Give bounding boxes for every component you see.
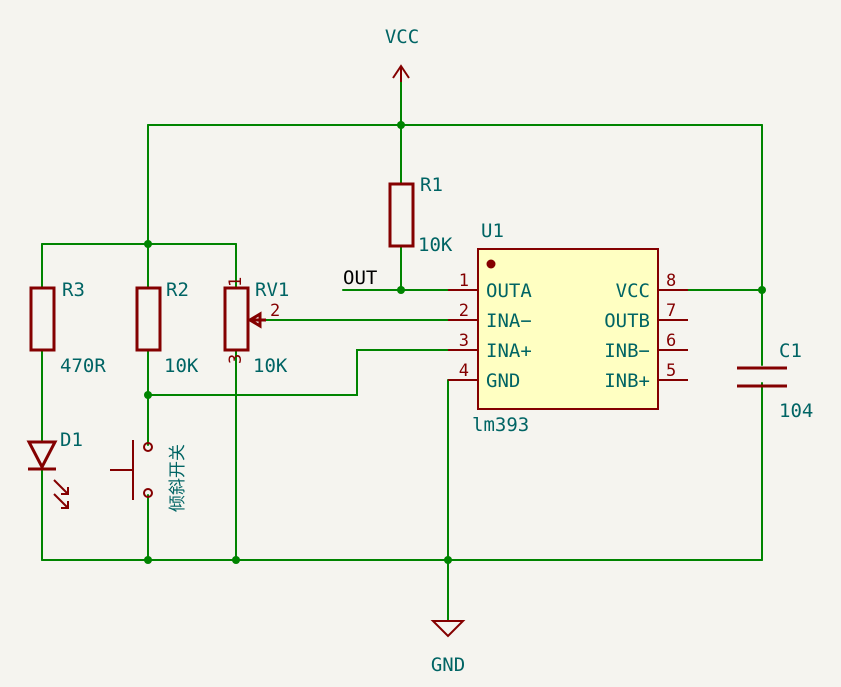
pin-number-7: 7 [666, 301, 676, 321]
gnd-triangle-icon [430, 620, 466, 638]
pin-name-vcc: VCC [616, 280, 650, 302]
pin-name-outb: OUTB [604, 310, 650, 332]
d1-ref: D1 [60, 429, 83, 451]
ic-body [477, 248, 659, 410]
pin-number-4: 4 [459, 361, 469, 381]
pin-name-inb-plus: INB+ [604, 370, 650, 392]
pin-name-outa: OUTA [486, 280, 532, 302]
vcc-symbol: VCC [385, 26, 419, 82]
led-d1: D1 [26, 429, 83, 509]
junction-dot [397, 286, 405, 294]
pin1-marker-icon [486, 259, 496, 269]
pin-name-ina-plus: INA+ [486, 340, 532, 362]
pin-number-8: 8 [666, 271, 676, 291]
rv1-pin-1: 1 [226, 277, 246, 287]
u1-ref: U1 [481, 220, 504, 242]
resistor-r3: R3 470R [29, 279, 106, 377]
gnd-symbol: GND [430, 620, 466, 676]
pin-number-2: 2 [459, 301, 469, 321]
r2-ref: R2 [166, 279, 189, 301]
r1-ref: R1 [420, 174, 443, 196]
pin-number-3: 3 [459, 331, 469, 351]
led-light-arrow-icon [53, 493, 69, 509]
junctions [144, 121, 766, 564]
r2-value: 10K [164, 355, 199, 377]
junction-dot [144, 391, 152, 399]
wire-ina-plus [147, 349, 449, 396]
ic-u1: U1 lm393 1 2 3 4 OUTA INA− INA+ GND 8 7 … [448, 220, 688, 436]
junction-dot [444, 556, 452, 564]
rv1-value: 10K [253, 355, 288, 377]
rv1-pin-3: 3 [226, 354, 246, 364]
pin-number-6: 6 [666, 331, 676, 351]
switch-lever-icon [110, 440, 134, 500]
r3-value: 470R [60, 355, 106, 377]
vcc-label: VCC [385, 26, 419, 48]
u1-value: lm393 [472, 414, 529, 436]
switch-label: 倾斜开关 [168, 444, 188, 512]
capacitor-c1: C1 104 [737, 340, 813, 422]
pin-name-gnd: GND [486, 370, 520, 392]
junction-dot [144, 556, 152, 564]
pin-name-ina-minus: INA− [486, 310, 532, 332]
junction-dot [144, 240, 152, 248]
r3-ref: R3 [62, 279, 85, 301]
gnd-label: GND [431, 654, 465, 676]
vcc-arrow-icon [392, 64, 410, 82]
potentiometer-rv1: 1 2 3 RV1 10K [223, 277, 289, 377]
net-label-out: OUT [343, 267, 377, 289]
wiper-arrow-icon [247, 311, 266, 329]
pin-number-5: 5 [666, 361, 676, 381]
resistor-body [388, 182, 415, 248]
junction-dot [397, 121, 405, 129]
tilt-switch: 倾斜开关 [110, 440, 188, 512]
led-triangle-icon [26, 440, 58, 471]
switch-contact-icon [143, 442, 153, 452]
junction-dot [232, 556, 240, 564]
c1-ref: C1 [779, 340, 802, 362]
r1-value: 10K [418, 234, 453, 256]
potentiometer-body [223, 286, 250, 352]
junction-dot [758, 286, 766, 294]
c1-value: 104 [779, 400, 813, 422]
pin-number-1: 1 [459, 271, 469, 291]
wires [41, 81, 763, 621]
resistor-body [135, 286, 162, 352]
rv1-ref: RV1 [255, 279, 289, 301]
resistor-body [29, 286, 56, 352]
pin-name-inb-minus: INB− [604, 340, 650, 362]
resistor-r1: R1 10K [388, 174, 453, 256]
rv1-pin-2: 2 [270, 301, 280, 321]
resistor-r2: R2 10K [135, 279, 199, 377]
switch-contact-icon [143, 488, 153, 498]
led-light-arrow-icon [53, 479, 69, 495]
